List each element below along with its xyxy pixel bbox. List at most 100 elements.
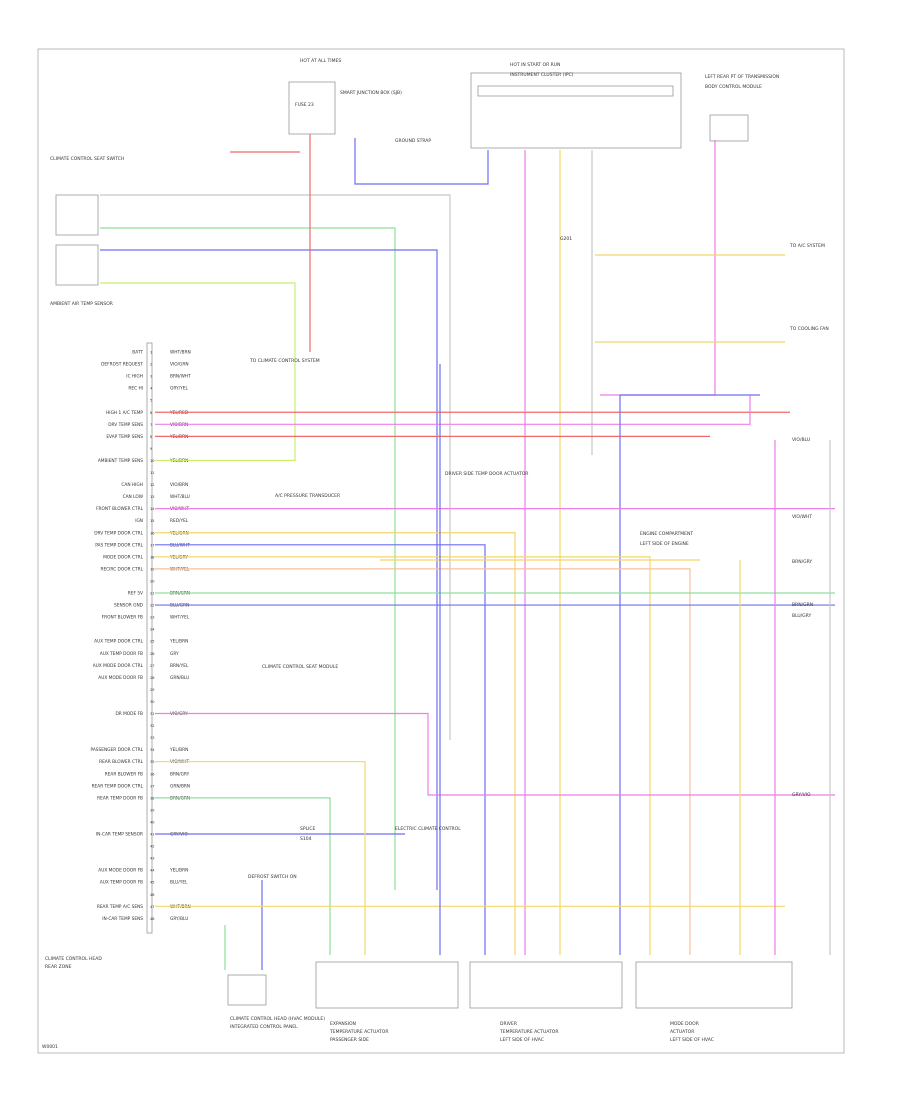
pin-number: 5 xyxy=(150,399,152,403)
wire xyxy=(155,568,691,955)
pin-number: 3 xyxy=(150,375,152,379)
wire-tag: VIO/GRN xyxy=(170,362,189,368)
actuator-3: MODE DOOR xyxy=(670,1021,699,1027)
wire-tag: GRN/BRN xyxy=(170,783,190,789)
pin-label: CAN HIGH xyxy=(121,482,143,488)
wire xyxy=(155,797,331,955)
wire-tag: YEL/BRN xyxy=(169,747,188,753)
mid-note-2: A/C PRESSURE TRANSDUCER xyxy=(275,493,340,499)
pin-label: IC HIGH xyxy=(126,374,143,380)
pin-label: REAR TEMP DOOR CTRL xyxy=(92,783,144,789)
wire xyxy=(600,140,716,396)
pin-label: AUX MODE DOOR CTRL xyxy=(93,663,144,669)
pin-number: 31 xyxy=(150,712,154,716)
wire xyxy=(155,712,835,796)
pin-label: AUX TEMP DOOR CTRL xyxy=(94,639,143,645)
right-box-1: TO A/C SYSTEM xyxy=(789,243,825,249)
hvac-module-box xyxy=(146,342,153,934)
hvac-module-sub: INTEGRATED CONTROL PANEL xyxy=(230,1024,298,1030)
pin-number: 26 xyxy=(150,652,154,656)
pin-label: RECIRC DOOR CTRL xyxy=(100,566,143,572)
bottom-left-note: CLIMATE CONTROL SEAT MODULE xyxy=(262,664,338,670)
fuse-note: SMART JUNCTION BOX (SJB) xyxy=(340,90,402,96)
pin-number: 12 xyxy=(150,483,154,487)
left-sensor-label: CLIMATE CONTROL SEAT SWITCH xyxy=(50,156,124,162)
mid-tag: DEFROST SWITCH ON xyxy=(248,874,297,880)
pin-label: CAN LOW xyxy=(123,494,144,500)
pin-label: REF 5V xyxy=(128,591,143,597)
pin-number: 41 xyxy=(150,833,154,837)
pin-label: REC HI xyxy=(128,386,143,392)
wire-tag: VIO/BRN xyxy=(170,482,188,488)
pin-number: 30 xyxy=(150,700,154,704)
pin-number: 22 xyxy=(150,604,154,608)
pin-label: REAR TEMP A/C SENS xyxy=(97,904,143,910)
actuator-1: EXPANSION xyxy=(330,1021,356,1027)
connector-note: ELECTRIC CLIMATE CONTROL xyxy=(395,826,461,832)
wire xyxy=(100,249,438,890)
actuator-1-b: TEMPERATURE ACTUATOR xyxy=(329,1029,388,1035)
top-right-component: LEFT REAR PT OF TRANSMISSION BODY CONTRO… xyxy=(705,74,779,142)
right-tag-6: GRY/VIO xyxy=(792,792,811,798)
pin-number: 15 xyxy=(150,519,154,523)
pin-number: 17 xyxy=(150,543,154,547)
pin-number: 25 xyxy=(150,640,154,644)
cluster: HOT IN START OR RUN INSTRUMENT CLUSTER (… xyxy=(470,62,682,149)
wire xyxy=(100,227,396,890)
pin-number: 46 xyxy=(150,893,154,897)
pin-number: 27 xyxy=(150,664,154,668)
pin-label: IN-CAR TEMP SENS xyxy=(102,916,143,922)
ground-label: G201 xyxy=(560,236,572,242)
pin-number: 32 xyxy=(150,724,154,728)
pin-label: AUX TEMP DOOR FB xyxy=(100,880,143,886)
pin-number: 39 xyxy=(150,808,154,812)
wire xyxy=(100,194,451,740)
fuse-box: HOT AT ALL TIMES SMART JUNCTION BOX (SJB… xyxy=(288,58,402,135)
pin-number: 48 xyxy=(150,917,154,921)
pin-number: 36 xyxy=(150,772,154,776)
wire-tag: WHT/BLU xyxy=(170,494,190,500)
pin-number: 40 xyxy=(150,820,154,824)
pin-number: 19 xyxy=(150,567,154,571)
hvac-module-label: CLIMATE CONTROL HEAD (HVAC MODULE) xyxy=(230,1016,325,1022)
right-note-2: LEFT SIDE OF ENGINE xyxy=(640,541,689,547)
pin-number: 21 xyxy=(150,592,154,596)
pin-label: SENSOR GND xyxy=(114,603,144,609)
pin-number: 18 xyxy=(150,555,154,559)
left-sensor-sub: AMBIENT AIR TEMP SENSOR xyxy=(50,301,113,307)
fuse-pin: FUSE 23 xyxy=(295,102,314,108)
center-note: DRIVER SIDE TEMP DOOR ACTUATOR xyxy=(445,471,528,477)
actuator-3-c: LEFT SIDE OF HVAC xyxy=(670,1037,714,1043)
pin-number: 37 xyxy=(150,784,154,788)
right-tag-1: VIO/BLU xyxy=(792,437,810,443)
pin-number: 11 xyxy=(150,471,154,475)
pin-number: 45 xyxy=(150,881,154,885)
left-bottom-2: REAR ZONE xyxy=(45,964,72,970)
wire-tag: BRN/GRY xyxy=(170,771,190,777)
right-tag-5: BLU/GRY xyxy=(792,613,812,619)
left-bottom: CLIMATE CONTROL HEAD xyxy=(45,956,102,962)
wire xyxy=(155,544,486,955)
wire-tag: GRY/BLU xyxy=(170,916,188,922)
pin-label: EVAP TEMP SENS xyxy=(106,434,143,440)
pin-number: 42 xyxy=(150,845,154,849)
wire-tag: GRY/YEL xyxy=(170,386,188,392)
wire xyxy=(155,532,516,955)
pin-label: AUX MODE DOOR FB xyxy=(98,868,143,874)
pin-number: 16 xyxy=(150,531,154,535)
pin-number: 20 xyxy=(150,579,154,583)
pin-number: 4 xyxy=(150,387,153,391)
pin-label: PASSENGER DOOR CTRL xyxy=(91,747,144,753)
bottom-splice-2: S104 xyxy=(300,836,312,842)
pin-number: 24 xyxy=(150,628,155,632)
wire-tag: BRN/WHT xyxy=(170,374,191,380)
pin-number: 10 xyxy=(150,459,154,463)
mid-note: TO CLIMATE CONTROL SYSTEM xyxy=(249,358,320,364)
wire xyxy=(155,395,751,425)
actuator-1-c: PASSENGER SIDE xyxy=(330,1037,369,1043)
pin-label: FRONT BLOWER FB xyxy=(102,615,143,621)
cluster-label: HOT IN START OR RUN xyxy=(510,62,560,68)
wire-tag: RED/YEL xyxy=(170,518,189,524)
diagram-frame xyxy=(37,48,845,1054)
top-right-sub: BODY CONTROL MODULE xyxy=(705,84,762,90)
